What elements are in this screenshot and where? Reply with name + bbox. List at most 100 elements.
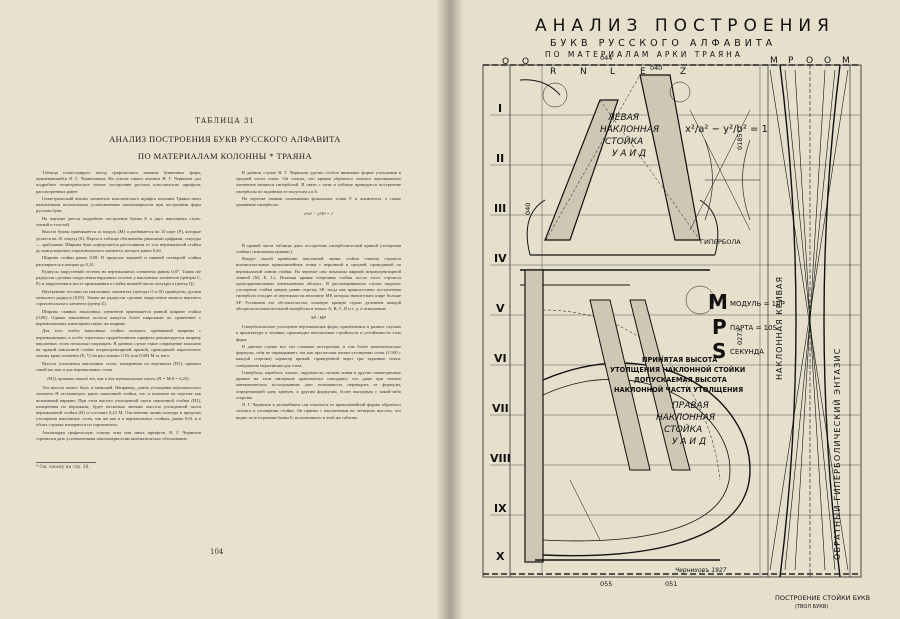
- right-page: АНАЛИЗ ПОСТРОЕНИЯ БУКВ РУССКОГО АЛФАВИТА…: [450, 0, 900, 619]
- paragraph: Внутренние отсечки на наклонных элемента…: [36, 288, 201, 307]
- left-page: ТАБЛИЦА 31 АНАЛИЗ ПОСТРОЕНИЯ БУКВ РУССКО…: [0, 0, 450, 619]
- roman-numeral: III: [494, 202, 506, 215]
- formula: x²/a² − y²/b² = 1: [303, 211, 334, 217]
- dimension: 0185: [736, 133, 744, 150]
- label-line: СТОЙКА: [664, 423, 702, 435]
- dimension: 055: [600, 580, 612, 588]
- label-line: НАКЛОННАЯ: [600, 125, 659, 135]
- text-column-left: Таблица иллюстрирует метод графического …: [36, 170, 201, 443]
- module-label: МОДУЛЬ = 10Р: [730, 300, 785, 308]
- paragraph: Высота утолщения наклонных стоек, измере…: [36, 360, 201, 372]
- paragraph: На чертеже такими половинами фокальные т…: [236, 196, 401, 208]
- roman-numeral: IV: [494, 252, 507, 265]
- label-line: У А И Д: [612, 149, 646, 159]
- note-line: НАКЛОННОЙ ЧАСТИ УТОЛЩЕНИЯ: [614, 385, 743, 394]
- page-subtitle: ПО МАТЕРИАЛАМ КОЛОННЫ * ТРАЯНА: [137, 151, 313, 161]
- bottom-caption: ПОСТРОЕНИЕ СТОЙКИ БУКВ: [775, 593, 870, 602]
- drawing-subtitle-2: ПО МАТЕРИАЛАМ АРКИ ТРАЯНА: [545, 50, 743, 59]
- left-slope-label: ЛЕВАЯ НАКЛОННАЯ СТОЙКА У А И Д: [600, 113, 659, 159]
- paragraph: Таблица иллюстрирует метод графического …: [36, 170, 201, 194]
- page-number: 104: [210, 548, 224, 556]
- formula: SP / MP: [311, 315, 326, 321]
- right-slope-label: ПРАВАЯ НАКЛОННАЯ СТОЙКА У А И Д: [656, 401, 715, 447]
- paragraph: Высота буквы принимается за модуль (М) и…: [36, 229, 201, 253]
- second-letter: S: [712, 339, 726, 363]
- hyperbola-equation: x²/a² − y²/b² = 1: [685, 124, 768, 135]
- dimension: 044: [600, 54, 612, 62]
- ref-letter: Q: [522, 57, 529, 67]
- text-column-right: В данном случае Я. Г. Чернихов уделил ос…: [236, 170, 401, 422]
- book-gutter: [436, 0, 464, 619]
- paragraph: Радиусы закруглений отсечек на вертикаль…: [36, 268, 201, 287]
- ref-letter: Z: [680, 67, 686, 77]
- label-line: СТОЙКА: [605, 135, 643, 147]
- spacer: [236, 221, 401, 243]
- roman-numeral: VII: [492, 402, 509, 415]
- roman-numeral: X: [496, 550, 505, 563]
- bottom-caption-sub: (ТВОЛ БУКВ): [795, 604, 828, 610]
- part-label: ПАРТА = 10S: [730, 324, 778, 332]
- signature: Черниховъ 1927: [675, 567, 727, 574]
- paragraph: На чертеже дается подробное построение б…: [36, 215, 201, 227]
- paragraph: В данном случае Я. Г. Чернихов уделил ос…: [236, 170, 401, 194]
- roman-numeral: II: [496, 152, 504, 165]
- ref-letter: N: [580, 67, 587, 77]
- ref-letter: P: [788, 56, 794, 66]
- roman-numeral: VI: [494, 352, 507, 365]
- paragraph: Для того чтобы наклонные стойки казались…: [36, 328, 201, 359]
- formula: (Н1), принята такой же, как и для вертик…: [47, 375, 190, 381]
- paragraph: Гиперболическое утолщение вертикальных ф…: [236, 324, 401, 342]
- ref-letter: O: [502, 57, 509, 67]
- roman-numeral: V: [496, 302, 505, 315]
- dimension: 051: [665, 580, 677, 588]
- center-note: ПРИНЯТАЯ ВЫСОТА УТОЛЩЕНИЯ НАКЛОННОЙ СТОЙ…: [610, 356, 745, 394]
- note-line: ДОПУСКАЕМАЯ ВЫСОТА: [634, 376, 728, 384]
- vertical-label: ОБРАТНЫЙ ГИПЕРБОЛИЧЕСКИЙ ЭНТАЗИС: [831, 348, 842, 561]
- paragraph: Эта высота может быть и меньшей. Наприме…: [36, 385, 201, 428]
- ref-letter: M: [770, 56, 778, 66]
- vertical-label: НАКЛОННАЯ КРИВАЯ: [775, 276, 784, 380]
- drawing-title: АНАЛИЗ ПОСТРОЕНИЯ: [535, 16, 835, 36]
- ref-letter: O: [824, 56, 831, 66]
- paragraph: Ширина стойки равна 0,08. В пределах вер…: [36, 255, 201, 267]
- label-line: ЛЕВАЯ: [607, 113, 639, 123]
- dimension: 0273: [736, 328, 744, 345]
- note-line: УТОЛЩЕНИЯ НАКЛОННОЙ СТОЙКИ: [610, 365, 745, 374]
- ref-letter: E: [640, 67, 646, 77]
- drawing-subtitle-1: БУКВ РУССКОГО АЛФАВИТА: [550, 38, 776, 49]
- paragraph: В данном случае все эти сложные построен…: [236, 344, 401, 368]
- paragraph: В правой части таблицы дано построение г…: [236, 242, 401, 254]
- drawing-frame: [482, 64, 862, 578]
- dimension: 040: [524, 203, 532, 215]
- paragraph: Анализируя графическую основу этих или и…: [36, 429, 201, 441]
- roman-numeral: VIII: [490, 452, 511, 465]
- label-line: У А И Д: [672, 437, 706, 447]
- footnote: * См. сноску на стр. 38.: [36, 462, 96, 470]
- paragraph: Гипербола, парабола, эллипс, окружность,…: [236, 370, 401, 400]
- paragraph: Ширина главных наклонных элементов прини…: [36, 308, 201, 326]
- hyperbolic-stem: [767, 64, 851, 578]
- paragraph: Вокруг малой кривошип наклонной линии ст…: [236, 256, 401, 311]
- table-number: ТАБЛИЦА 31: [195, 117, 255, 125]
- roman-numeral: IX: [494, 502, 507, 515]
- ref-letter: L: [610, 67, 615, 77]
- letter-d-construction: [519, 74, 760, 256]
- module-letter: M: [708, 290, 728, 314]
- second-label: СЕКУНДА: [730, 348, 764, 356]
- label-line: НАКЛОННАЯ: [656, 413, 715, 423]
- roman-numeral: I: [498, 102, 502, 115]
- paragraph: Геометрический анализ элементов классиче…: [36, 196, 201, 214]
- note-line: ПРИНЯТАЯ ВЫСОТА: [642, 356, 718, 364]
- ref-letter: R: [550, 67, 556, 77]
- page-title: АНАЛИЗ ПОСТРОЕНИЯ БУКВ РУССКОГО АЛФАВИТА: [109, 134, 341, 144]
- part-letter: P: [712, 315, 727, 339]
- construction-drawing: АНАЛИЗ ПОСТРОЕНИЯ БУКВ РУССКОГО АЛФАВИТА…: [482, 16, 870, 610]
- hyperbola-label: ГИПЕРБОЛА: [700, 238, 741, 246]
- letter-b-construction: [520, 269, 751, 563]
- module-legend: M P S МОДУЛЬ = 10Р ПАРТА = 10S СЕКУНДА: [708, 290, 785, 363]
- ref-letter: M: [842, 56, 850, 66]
- paragraph: Я. Г. Чернихов в дальнейшем сам отказалс…: [236, 402, 401, 420]
- dimension-labels: 044 040 055 051 0273 0185 040: [524, 54, 744, 588]
- reference-letters: O Q R N L E Z M P O O M: [502, 56, 850, 77]
